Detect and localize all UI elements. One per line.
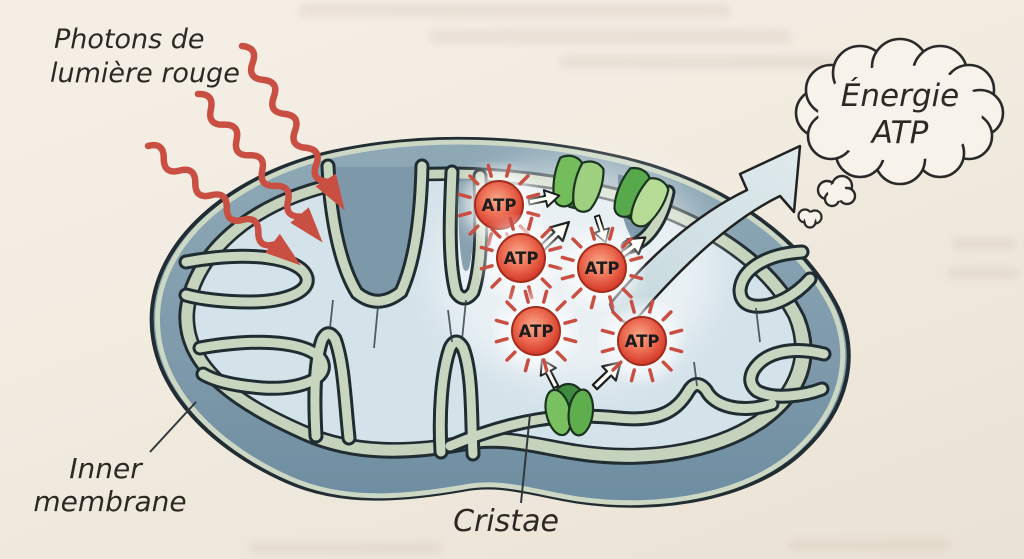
atp-ray bbox=[607, 226, 615, 241]
cloud-label-line1: Énergie bbox=[841, 78, 959, 114]
atp-ray bbox=[661, 310, 673, 322]
atp-ray bbox=[540, 277, 552, 289]
atp-ray bbox=[600, 347, 615, 354]
inner-membrane-leader-line bbox=[149, 401, 197, 453]
atp-text: ATP bbox=[482, 196, 517, 215]
photon-arrow bbox=[189, 86, 323, 243]
atp-ray bbox=[468, 224, 480, 236]
intermembrane-pocket-topleft bbox=[334, 167, 417, 295]
atp-ray bbox=[661, 360, 673, 372]
atp-text: ATP bbox=[519, 322, 554, 341]
atp-ray bbox=[508, 285, 516, 300]
energy-cloud: Énergie ATP bbox=[794, 37, 1005, 229]
atp-ray bbox=[648, 368, 655, 383]
atp-ray bbox=[621, 287, 633, 299]
atp-ray bbox=[571, 287, 583, 299]
atp-ray bbox=[518, 174, 530, 186]
outer-membrane-inner-strip bbox=[155, 139, 845, 506]
atp-ray bbox=[540, 227, 552, 239]
atp-ray bbox=[629, 255, 644, 262]
inner-membrane-label: Inner membrane bbox=[33, 452, 186, 518]
cristae-leader-line bbox=[520, 413, 531, 504]
atp-ray bbox=[611, 360, 623, 372]
atp-ray bbox=[621, 237, 633, 249]
photon-arrowhead bbox=[315, 173, 345, 211]
atp-molecule: ATP bbox=[494, 289, 578, 373]
atp-ray bbox=[548, 245, 563, 252]
atp-molecule: ATP bbox=[560, 226, 644, 310]
atp-molecule: ATP bbox=[479, 216, 563, 300]
atp-synthase-complex-top-right bbox=[607, 163, 674, 233]
atp-synthase-complex-bottom bbox=[544, 382, 595, 437]
atp-molecule: ATP bbox=[600, 299, 684, 383]
atp-ray bbox=[563, 336, 578, 344]
atp-ray bbox=[526, 216, 534, 231]
protein-complexes bbox=[544, 152, 674, 437]
atp-ray bbox=[508, 216, 515, 231]
atp-ray bbox=[494, 337, 509, 344]
atp-text: ATP bbox=[504, 249, 539, 268]
photon-arrowhead bbox=[265, 233, 301, 266]
atp-ray bbox=[589, 226, 596, 241]
photon-arrows bbox=[141, 40, 345, 266]
atp-ray bbox=[611, 310, 623, 322]
cristae-label: Cristae bbox=[453, 504, 559, 539]
atp-ray bbox=[669, 346, 684, 354]
atp-ray bbox=[505, 300, 517, 312]
atp-ray bbox=[560, 274, 575, 281]
crista-section-lines bbox=[329, 299, 761, 387]
photons-label: Photons de lumière rouge bbox=[50, 24, 240, 89]
atp-ray bbox=[560, 255, 575, 263]
atp-text: ATP bbox=[625, 332, 660, 351]
atp-ray bbox=[490, 277, 502, 289]
atp-ray bbox=[457, 211, 472, 218]
atp-ray bbox=[479, 264, 494, 271]
atp-ray bbox=[600, 328, 615, 336]
atp-ray bbox=[571, 237, 583, 249]
atp-ray bbox=[526, 192, 541, 199]
atp-ray bbox=[468, 174, 480, 186]
atp-ray bbox=[589, 295, 597, 310]
atp-ray bbox=[479, 245, 494, 253]
atp-ray bbox=[542, 358, 549, 373]
atp-ray bbox=[548, 263, 563, 271]
photon-arrowhead bbox=[290, 207, 323, 243]
atp-ray bbox=[629, 299, 636, 314]
atp-ray bbox=[555, 350, 567, 362]
atp-ray bbox=[608, 295, 615, 310]
atp-ray bbox=[486, 163, 493, 178]
atp-ray bbox=[629, 368, 637, 383]
atp-ray bbox=[523, 358, 531, 373]
atp-ray bbox=[490, 227, 502, 239]
atp-ray bbox=[523, 289, 530, 304]
atp-ray bbox=[629, 273, 644, 281]
cloud-label-line2: ATP bbox=[870, 115, 929, 151]
atp-ray bbox=[647, 299, 655, 314]
atp-ray bbox=[563, 318, 578, 325]
atp-ray bbox=[541, 289, 549, 304]
atp-text: ATP bbox=[585, 259, 620, 278]
atp-ray bbox=[504, 163, 512, 178]
photon-arrow bbox=[232, 40, 345, 211]
photon-arrow bbox=[141, 137, 301, 266]
atp-ray bbox=[494, 318, 509, 326]
atp-ray bbox=[669, 328, 684, 335]
atp-ray bbox=[526, 210, 541, 218]
atp-molecules: ATP ATP ATP ATP ATP bbox=[457, 163, 684, 383]
atp-ray bbox=[457, 192, 472, 200]
atp-ray bbox=[505, 350, 517, 362]
atp-ray bbox=[555, 300, 567, 312]
atp-synthase-complex-top-left bbox=[548, 152, 608, 216]
cristae-folds bbox=[178, 158, 832, 462]
